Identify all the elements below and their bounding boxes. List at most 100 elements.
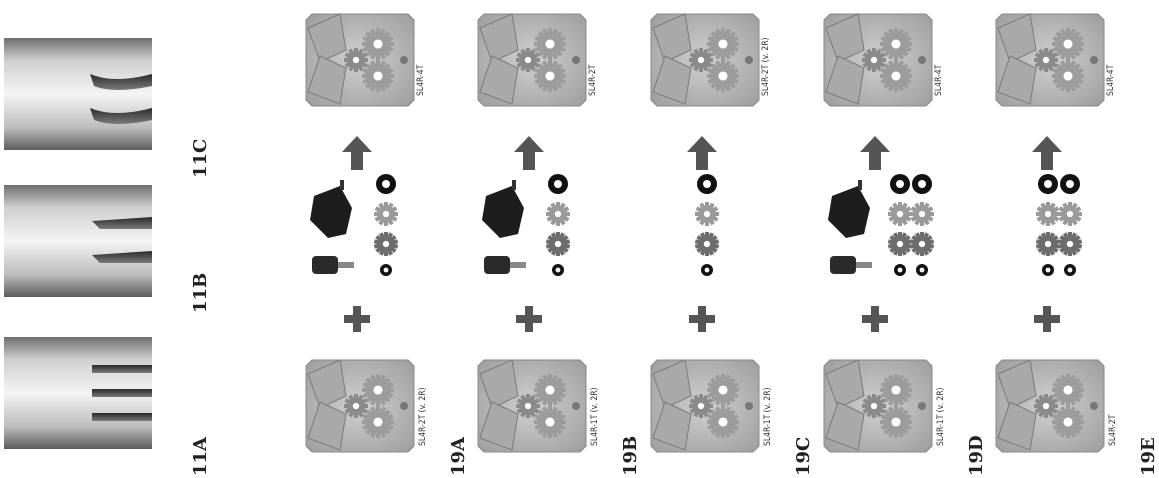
gear-icon — [1057, 232, 1083, 256]
result-model-label: SL4R-2T (v. 2R) — [761, 37, 771, 96]
base-feeder-image — [305, 359, 415, 453]
base-feeder-image — [650, 359, 760, 453]
gear-icon — [1052, 28, 1084, 60]
washer-icon — [380, 264, 392, 276]
base-feeder-image — [823, 359, 933, 453]
result-feeder-image — [305, 13, 415, 107]
gear-icon — [695, 202, 719, 226]
gear-icon — [534, 374, 566, 406]
gear-icon — [534, 28, 566, 60]
result-feeder-image — [823, 13, 933, 107]
gear-icon — [888, 202, 912, 226]
result-model-label: SL4R-4T — [416, 64, 426, 96]
conversion-kit-parts — [1035, 174, 1083, 276]
gear-icon — [1052, 406, 1084, 438]
gear-icon — [880, 374, 912, 406]
gear-icon — [880, 28, 912, 60]
gear-icon — [362, 60, 394, 92]
base-feeder-image — [995, 359, 1105, 453]
gear-icon — [1035, 232, 1061, 256]
gear-icon — [707, 60, 739, 92]
roller-11c — [4, 38, 152, 150]
drive-roll-icon — [890, 174, 910, 194]
gear-icon — [534, 60, 566, 92]
roller-label-11c: 11C — [190, 138, 211, 178]
gear-icon — [707, 374, 739, 406]
drive-roll-image — [4, 337, 152, 449]
roller-11b — [4, 185, 152, 297]
gear-icon — [344, 394, 368, 418]
gear-icon — [909, 232, 935, 256]
gear-icon — [1036, 202, 1060, 226]
gear-icon — [516, 394, 540, 418]
plus-icon — [862, 306, 888, 332]
roller-label-11b: 11B — [190, 272, 211, 313]
conversion-kit-parts — [828, 174, 935, 276]
gear-icon — [1058, 202, 1082, 226]
drive-roll-image — [4, 185, 152, 297]
base-model-label: SL4R-1T (v. 2R) — [936, 387, 946, 446]
plus-icon — [1034, 306, 1060, 332]
gear-icon — [362, 374, 394, 406]
washer-icon — [894, 264, 906, 276]
gear-icon — [373, 232, 399, 256]
drive-roll-icon — [376, 174, 396, 194]
gear-icon — [344, 48, 368, 72]
drive-roll-image — [4, 38, 152, 150]
gear-icon — [694, 232, 720, 256]
gear-icon — [689, 394, 713, 418]
column-label-19c: 19C — [793, 436, 814, 476]
knob-icon — [830, 256, 872, 274]
gear-icon — [887, 232, 913, 256]
knob-icon — [312, 256, 354, 274]
arrow-up-icon — [687, 136, 717, 170]
gear-icon — [362, 406, 394, 438]
gear-icon — [707, 28, 739, 60]
gear-icon — [707, 406, 739, 438]
gear-icon — [516, 48, 540, 72]
column-label-19d: 19D — [966, 435, 987, 476]
plus-icon — [516, 306, 542, 332]
washer-icon — [552, 264, 564, 276]
column-label-19a: 19A — [448, 436, 469, 476]
roller-label-11a: 11A — [190, 436, 211, 476]
result-feeder-image — [477, 13, 587, 107]
pressure-arm-icon — [828, 180, 870, 238]
pressure-arm-icon — [482, 180, 524, 238]
conversion-kit-parts — [482, 174, 571, 276]
gear-icon — [862, 394, 886, 418]
drive-roll-icon — [912, 174, 932, 194]
gear-icon — [1052, 60, 1084, 92]
result-model-label: SL4R-4T — [934, 64, 944, 96]
conversion-kit-parts — [694, 174, 720, 276]
base-model-label: SL4R-2T — [1108, 414, 1118, 446]
result-feeder-image — [650, 13, 760, 107]
column-label-19e: 19E — [1138, 437, 1159, 476]
result-model-label: SL4R-2T — [588, 64, 598, 96]
drive-roll-icon — [1038, 174, 1058, 194]
drive-roll-icon — [697, 174, 717, 194]
gear-icon — [880, 60, 912, 92]
gear-icon — [689, 48, 713, 72]
gear-icon — [862, 48, 886, 72]
column-label-19b: 19B — [620, 435, 641, 476]
gear-icon — [910, 202, 934, 226]
pressure-arm-icon — [310, 180, 352, 238]
gear-icon — [374, 202, 398, 226]
arrow-up-icon — [860, 136, 890, 170]
arrow-up-icon — [342, 136, 372, 170]
conversion-kit-parts — [310, 174, 399, 276]
result-feeder-image — [995, 13, 1105, 107]
gear-icon — [534, 406, 566, 438]
washer-icon — [1042, 264, 1054, 276]
gear-icon — [545, 232, 571, 256]
arrow-up-icon — [514, 136, 544, 170]
base-feeder-image — [477, 359, 587, 453]
base-model-label: SL4R-1T (v. 2R) — [763, 387, 773, 446]
base-model-label: SL4R-1T (v. 2R) — [590, 387, 600, 446]
arrow-up-icon — [1032, 136, 1062, 170]
roller-11a — [4, 337, 152, 449]
drive-roll-icon — [1060, 174, 1080, 194]
result-model-label: SL4R-4T — [1106, 64, 1116, 96]
drive-roll-icon — [548, 174, 568, 194]
